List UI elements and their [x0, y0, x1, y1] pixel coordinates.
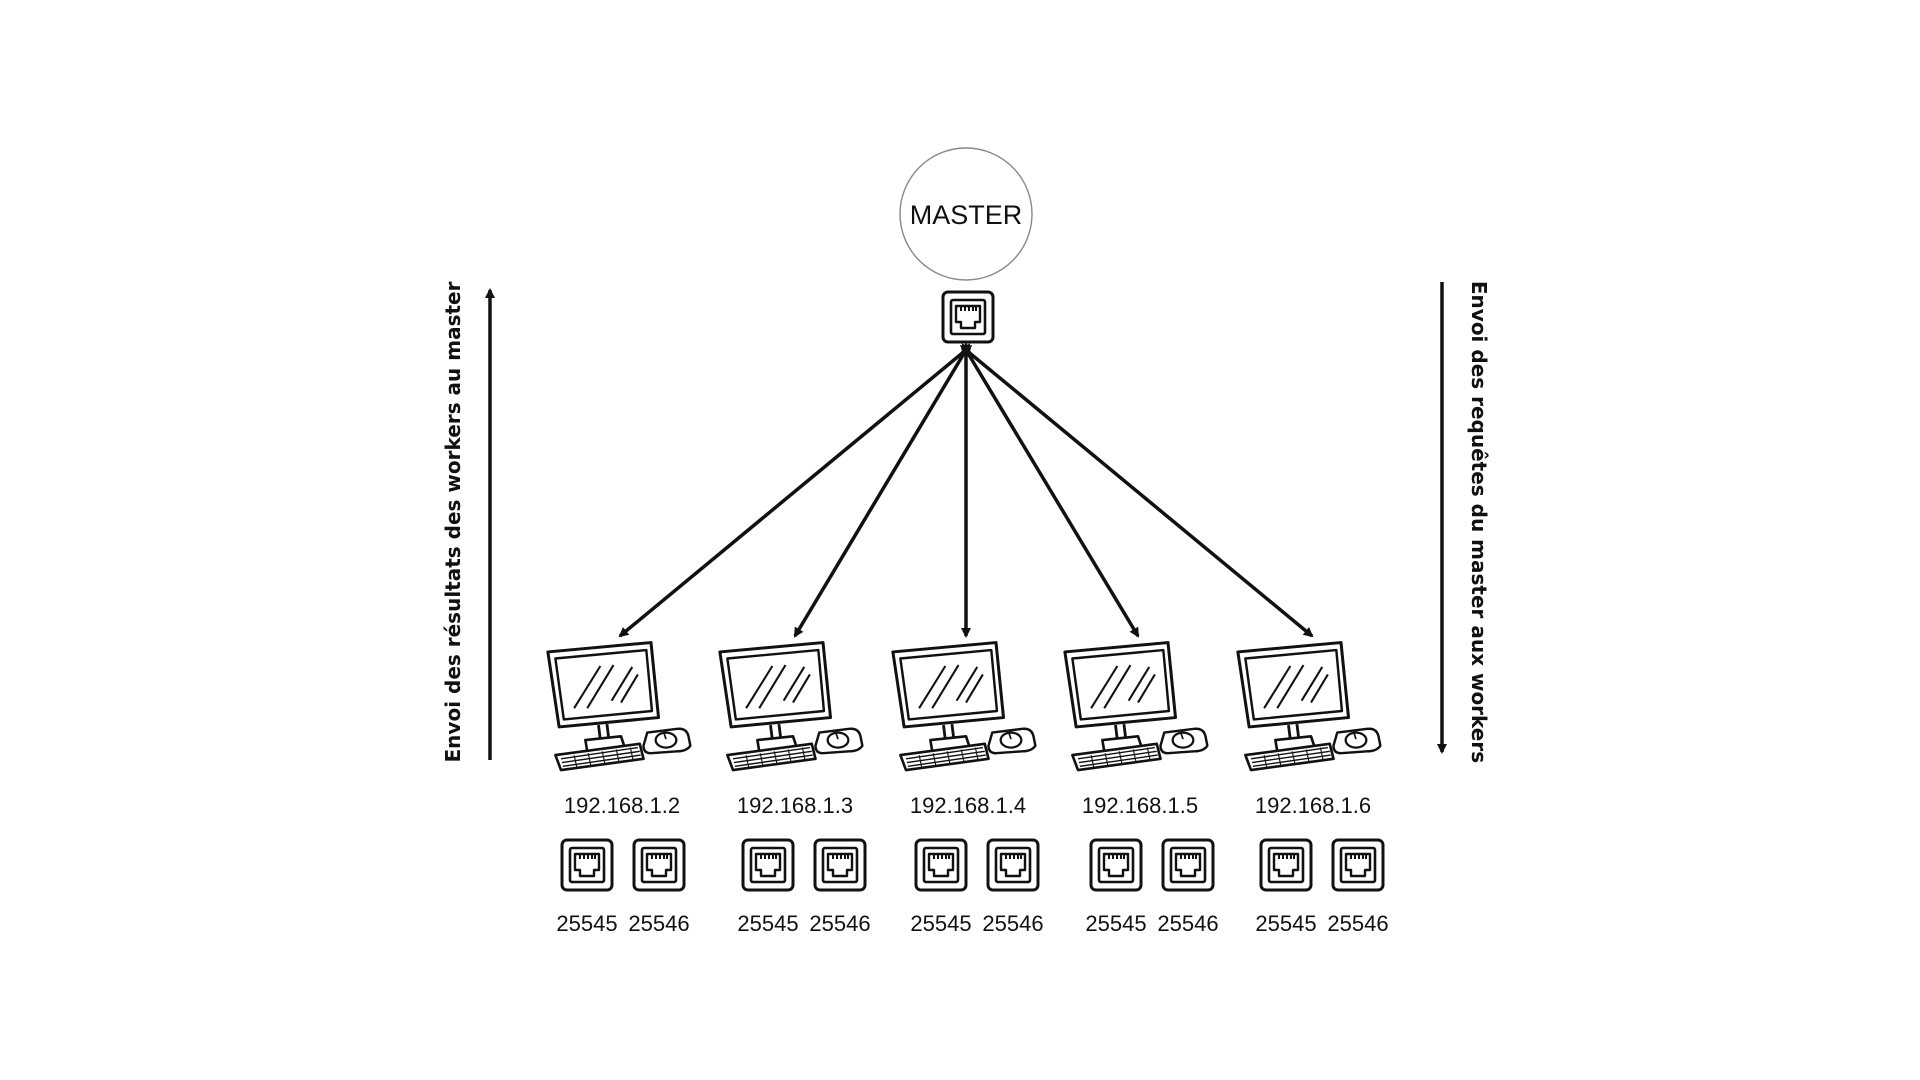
worker-4: 192.168.1.6 25545 25546	[1236, 641, 1389, 936]
port-label: 25546	[1157, 911, 1218, 936]
worker-3: 192.168.1.5 25545 25546	[1063, 641, 1219, 936]
desktop-computer-icon	[891, 641, 1037, 772]
port-label: 25546	[628, 911, 689, 936]
port-label: 25545	[1085, 911, 1146, 936]
desktop-computer-icon	[546, 641, 692, 772]
master-node: MASTER	[899, 147, 1033, 344]
port-label: 25545	[737, 911, 798, 936]
ethernet-port-icon	[941, 290, 995, 344]
worker-1: 192.168.1.3 25545 25546	[718, 641, 871, 936]
ethernet-port-icon	[914, 838, 968, 892]
port-label: 25546	[982, 911, 1043, 936]
ethernet-port-icon	[1089, 838, 1143, 892]
desktop-computer-icon	[1063, 641, 1209, 772]
left-direction-arrow: Envoi des résultats des workers au maste…	[441, 281, 495, 762]
connection-arrow	[961, 343, 1140, 638]
worker-ip: 192.168.1.2	[564, 793, 680, 818]
worker-ip: 192.168.1.6	[1255, 793, 1371, 818]
ethernet-port-icon	[1259, 838, 1313, 892]
ethernet-port-icon	[813, 838, 867, 892]
ethernet-port-icon	[560, 838, 614, 892]
right-direction-arrow: Envoi des requêtes du master aux workers	[1437, 281, 1491, 763]
left-arrow-label: Envoi des résultats des workers au maste…	[441, 281, 465, 762]
connection-arrow	[793, 343, 971, 638]
worker-ip: 192.168.1.3	[737, 793, 853, 818]
master-circle	[899, 147, 1033, 281]
desktop-computer-icon	[718, 641, 864, 772]
port-label: 25545	[910, 911, 971, 936]
port-label: 25545	[556, 911, 617, 936]
worker-ip: 192.168.1.5	[1082, 793, 1198, 818]
connection-arrow	[959, 344, 1314, 638]
right-arrow-label: Envoi des requêtes du master aux workers	[1467, 281, 1491, 763]
port-label: 25545	[1255, 911, 1316, 936]
ethernet-port-icon	[1161, 838, 1215, 892]
ethernet-port-icon	[632, 838, 686, 892]
connection-arrows	[618, 342, 1314, 638]
port-label: 25546	[809, 911, 870, 936]
master-label: MASTER	[910, 200, 1023, 230]
ethernet-port-icon	[1331, 838, 1385, 892]
ethernet-port-icon	[986, 838, 1040, 892]
desktop-computer-icon	[1236, 641, 1382, 772]
connection-arrow	[618, 344, 973, 638]
worker-0: 192.168.1.2 25545 25546	[546, 641, 692, 936]
ethernet-port-icon	[741, 838, 795, 892]
worker-ip: 192.168.1.4	[910, 793, 1026, 818]
worker-2: 192.168.1.4 25545 25546	[891, 641, 1044, 936]
port-label: 25546	[1327, 911, 1388, 936]
